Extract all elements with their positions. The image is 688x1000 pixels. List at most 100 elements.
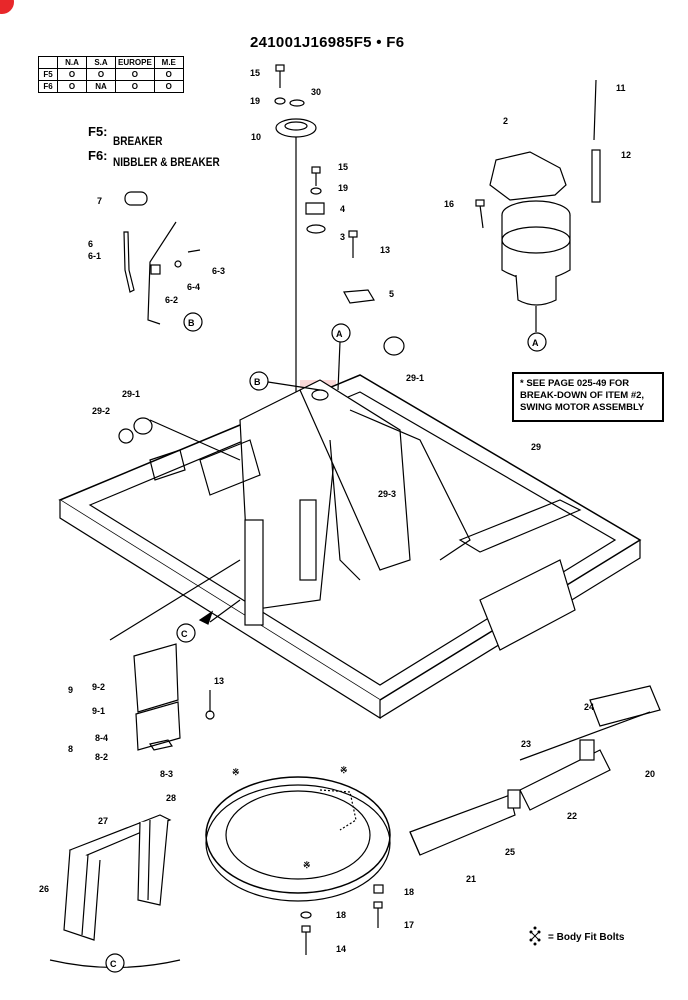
callout-c-bracket: C — [105, 953, 125, 973]
body-fit-symbol: ※ — [232, 767, 240, 777]
body-fit-symbol: ※ — [303, 860, 311, 870]
part-label-11: 11 — [616, 83, 626, 93]
market-availability-table: N.A S.A EUROPE M.E F5 O O O O F6 O NA O … — [38, 56, 184, 93]
part-label-8-2: 8-2 — [95, 752, 108, 762]
bolt-13-top — [348, 230, 358, 258]
clip-6-2 — [150, 264, 161, 275]
part-label-24: 24 — [584, 702, 594, 712]
callout-c-frame: C — [176, 623, 196, 643]
callout-a-motor: A — [527, 332, 547, 352]
bolt-13-cover — [205, 690, 215, 720]
bolt-14 — [301, 925, 311, 955]
part-label-22: 22 — [567, 811, 577, 821]
bolt-17 — [373, 901, 383, 928]
part-label-8-3: 8-3 — [160, 769, 173, 779]
cover-9 — [133, 643, 179, 713]
beam-21 — [409, 794, 516, 856]
market-table-cell: F6 — [38, 80, 58, 93]
part-label-13: 13 — [214, 676, 224, 686]
rod-6 — [147, 221, 177, 325]
part-label-6: 6 — [88, 239, 93, 249]
cover-7 — [124, 191, 148, 206]
washer-18-left — [300, 911, 312, 919]
bolt-15-mid — [311, 166, 321, 186]
part-label-6-1: 6-1 — [88, 251, 101, 261]
cover-8 — [135, 701, 181, 751]
part-label-10: 10 — [251, 132, 261, 142]
part-label-8: 8 — [68, 744, 73, 754]
bushing-leader — [149, 419, 241, 461]
part-label-5: 5 — [389, 289, 394, 299]
part-label-30: 30 — [311, 87, 321, 97]
variant-code-f5: F5: — [88, 124, 108, 139]
nut-18-right — [373, 884, 384, 894]
tube-12 — [591, 149, 601, 203]
callout-letter: B — [254, 377, 261, 387]
note-line: * SEE PAGE 025-49 FOR — [520, 378, 630, 389]
upper-frame-29 — [58, 374, 642, 720]
part-label-17: 17 — [404, 920, 414, 930]
swing-motor-2 — [489, 151, 571, 306]
part-label-14: 14 — [336, 944, 346, 954]
washer-19-top — [274, 97, 286, 105]
part-label-9-2: 9-2 — [92, 682, 105, 692]
bushing-29-1-left — [133, 417, 153, 435]
note-line: BREAK-DOWN OF ITEM #2, — [520, 390, 645, 401]
ring-29-2 — [118, 428, 134, 444]
part-label-6-2: 6-2 — [165, 295, 178, 305]
part-label-8-4: 8-4 — [95, 733, 108, 743]
legend-symbol-icon — [529, 926, 541, 946]
body-fit-bolt-marker: ※ — [232, 767, 240, 777]
variant-code-f6: F6: — [88, 148, 108, 163]
washer-6-4 — [174, 260, 182, 268]
market-table-header-cell: M.E — [153, 56, 184, 69]
bracket-5 — [343, 289, 375, 304]
diagram-title: 241001J16985F5 • F6 — [250, 34, 405, 51]
part-label-6-4: 6-4 — [187, 282, 200, 292]
part-label-4: 4 — [340, 204, 345, 214]
part-label-6-3: 6-3 — [212, 266, 225, 276]
part-label-3: 3 — [340, 232, 345, 242]
part-label-2: 2 — [503, 116, 508, 126]
part-label-9: 9 — [68, 685, 73, 695]
part-label-15: 15 — [338, 162, 348, 172]
callout-letter: C — [181, 629, 188, 639]
collar-25 — [507, 789, 521, 809]
part-label-29-2: 29-2 — [92, 406, 110, 416]
variant-desc-f6: NIBBLER & BREAKER — [113, 157, 220, 170]
bushing-29-1-right — [383, 336, 405, 356]
part-label-23: 23 — [521, 739, 531, 749]
part-labels: 15 30 19 10 15 19 4 3 13 5 7 6 6-1 6-2 6… — [39, 68, 655, 954]
handle-8-3 — [149, 739, 173, 751]
cover-leader — [109, 559, 241, 641]
bracket-assembly-26 — [63, 814, 172, 941]
callout-a-leader — [337, 341, 341, 391]
callout-b-frame: B — [249, 371, 269, 391]
part-label-20: 20 — [645, 769, 655, 779]
callout-letter: B — [188, 318, 195, 328]
part-label-16: 16 — [444, 199, 454, 209]
washer-19-mid — [310, 187, 322, 195]
arrow-c-leader — [209, 599, 241, 623]
note-line: SWING MOTOR ASSEMBLY — [520, 402, 645, 413]
part-label-29-1: 29-1 — [122, 389, 140, 399]
swing-motor-note-box: * SEE PAGE 025-49 FOR BREAK-DOWN OF ITEM… — [512, 372, 664, 422]
callout-letter: A — [336, 329, 343, 339]
bolt-6-3 — [187, 249, 201, 253]
callout-b-leader — [267, 381, 321, 391]
part-label-26: 26 — [39, 884, 49, 894]
beam-20 — [519, 685, 661, 761]
beam-22 — [519, 749, 611, 811]
bolt-16 — [475, 199, 485, 229]
part-label-15: 15 — [250, 68, 260, 78]
part-label-21: 21 — [466, 874, 476, 884]
callout-letter: A — [532, 338, 539, 348]
bolt-15-top — [275, 64, 285, 88]
body-fit-bolt-marker: ※ — [303, 860, 311, 870]
part-label-29: 29 — [531, 442, 541, 452]
market-table-row: F6 O NA O O — [38, 80, 184, 93]
part-label-25: 25 — [505, 847, 515, 857]
part-label-18: 18 — [404, 887, 414, 897]
market-table-cell: O — [153, 80, 184, 93]
callout-a-frame: A — [331, 323, 351, 343]
